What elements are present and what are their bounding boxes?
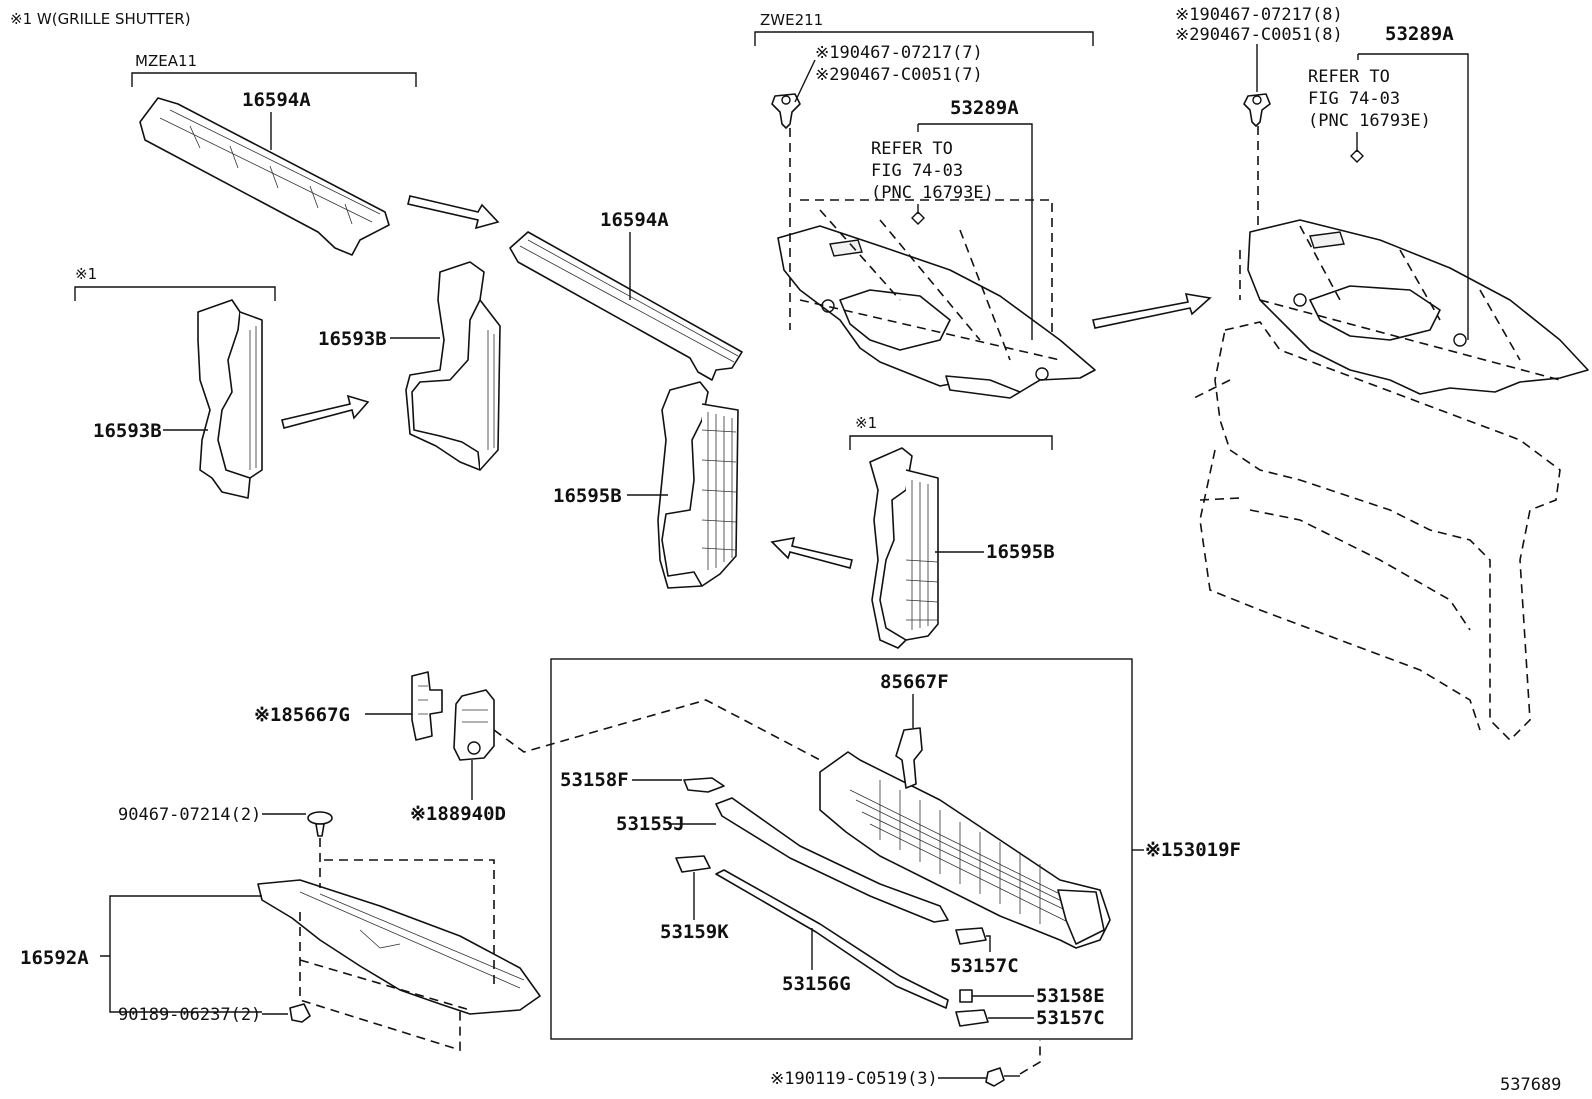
label-53157c-b: 53157C [1036, 1007, 1105, 1029]
dashes-16592a [299, 838, 495, 1052]
label-refer-right-2: FIG 74-03 [1308, 89, 1400, 109]
label-clip-right-1: ※190467-07217(8) [1175, 5, 1343, 25]
radiator-support-dashed [1189, 225, 1561, 742]
box-53019f-group [550, 658, 1133, 1040]
label-53019f: ※153019F [1145, 839, 1241, 861]
label-16595b-right: 16595B [986, 541, 1055, 563]
label-refer-right-3: (PNC 16793E) [1308, 111, 1431, 131]
arrow-to-16594a-mid [407, 195, 500, 230]
label-16593b-mid: 16593B [318, 328, 387, 350]
part-53155j-drawing [715, 797, 949, 923]
arrow-to-16595b-left [770, 536, 853, 569]
leader-53157c-a [986, 935, 991, 952]
label-53156g: 53156G [782, 973, 851, 995]
part-85667f-drawing [895, 727, 923, 789]
label-85667g: ※185667G [254, 704, 350, 726]
part-53157c-b-drawing [955, 1009, 989, 1027]
label-16592a: 16592A [20, 947, 89, 969]
part-53156g-drawing [715, 869, 949, 1009]
clip-90467-mid-drawing [771, 93, 801, 129]
label-clip-mid-1: ※190467-07217(7) [815, 43, 983, 63]
part-16594a-top-drawing [139, 97, 390, 256]
part-53157c-a-drawing [955, 927, 987, 945]
label-53158f: 53158F [560, 769, 629, 791]
part-53289a-mid-drawing [777, 225, 1096, 399]
clip-90467-right-drawing [1243, 93, 1271, 127]
clip-90467-07214-drawing [307, 811, 333, 837]
label-53289a-mid: 53289A [950, 97, 1019, 119]
marker-refer-mid [911, 204, 925, 225]
clip-90189-06237-drawing [289, 1003, 311, 1023]
part-16594a-mid-drawing [509, 231, 743, 381]
label-90467-07214: 90467-07214(2) [118, 805, 261, 825]
label-53157c-a: 53157C [950, 955, 1019, 977]
label-clip-mid-2: ※290467-C0051(7) [815, 65, 983, 85]
part-88940d-drawing [453, 689, 495, 761]
label-clip-right-2: ※290467-C0051(8) [1175, 25, 1343, 45]
part-53158e-drawing [959, 989, 973, 1003]
bracket-mzea11: MZEA11 [131, 52, 417, 87]
part-53289a-right-drawing [1247, 219, 1589, 395]
part-16595b-left-drawing [657, 381, 739, 589]
label-88940d: ※188940D [410, 803, 506, 825]
label-53158e: 53158E [1036, 985, 1105, 1007]
part-16593b-left-drawing [197, 299, 263, 499]
arrow-to-right-assembly [1092, 293, 1212, 329]
label-refer-mid-1: REFER TO [871, 139, 953, 159]
label-refer-mid-2: FIG 74-03 [871, 161, 963, 181]
marker-refer-right [1350, 132, 1364, 163]
part-16593b-mid-drawing [405, 261, 501, 471]
footer-id: 537689 [1500, 1075, 1561, 1095]
part-53159k-drawing [675, 855, 711, 873]
label-90189-06237: 90189-06237(2) [118, 1005, 261, 1025]
part-16592a-drawing [257, 879, 541, 1015]
label-53289a-right: 53289A [1385, 23, 1454, 45]
leader-53289a-mid [918, 123, 1033, 340]
group-label-mzea11: MZEA11 [135, 52, 197, 70]
bolt-90119-c0519-drawing [985, 1067, 1020, 1087]
part-53019f-drawing [819, 751, 1111, 949]
label-refer-mid-3: (PNC 16793E) [871, 183, 994, 203]
bracket-note1-mid: ※1 [849, 414, 1053, 450]
arrow-to-16593b-mid [281, 394, 370, 429]
label-53159k: 53159K [660, 921, 729, 943]
part-16595b-right-drawing [869, 447, 939, 649]
group-label-note1-mid: ※1 [855, 414, 877, 432]
part-53158f-drawing [683, 777, 725, 793]
dashes-bolt [1019, 1040, 1041, 1075]
label-16595b-left: 16595B [553, 485, 622, 507]
label-90119-c0519: ※190119-C0519(3) [770, 1069, 938, 1089]
label-85667f: 85667F [880, 671, 949, 693]
dashes-53289a-mid [789, 128, 1061, 361]
group-label-zwe211: ZWE211 [760, 11, 823, 29]
label-16594a-mid: 16594A [600, 209, 669, 231]
label-16593b-left: 16593B [93, 420, 162, 442]
leader-clip-mid [794, 59, 816, 103]
header-note: ※1 W(GRILLE SHUTTER) [10, 10, 191, 28]
label-refer-right-1: REFER TO [1308, 67, 1390, 87]
bracket-zwe211: ZWE211 [754, 11, 1094, 46]
group-label-note1-left: ※1 [75, 265, 97, 283]
leader-53289a-right [1358, 53, 1469, 340]
label-16594a-top: 16594A [242, 89, 311, 111]
bracket-note1-left: ※1 [74, 265, 276, 301]
leader-16592a-bracket [100, 895, 262, 1013]
label-53155j: 53155J [616, 813, 685, 835]
part-85667g-drawing [411, 671, 443, 741]
dashes-88940d-to-53019f [493, 699, 821, 761]
